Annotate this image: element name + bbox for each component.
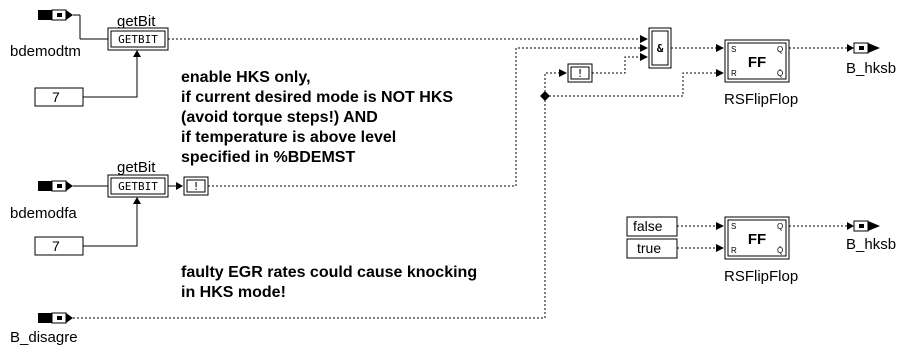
- constant-true-value: true: [637, 240, 661, 256]
- getbit-block-1[interactable]: GETBIT: [107, 27, 169, 51]
- ff2-pin-r: R: [731, 246, 737, 255]
- ff2-label: FF: [748, 231, 766, 248]
- getbit-2-caption: getBit: [117, 159, 156, 176]
- annotation-2-line-1: faulty EGR rates could cause knocking: [181, 264, 477, 281]
- ff2-pin-q: Q: [777, 222, 783, 231]
- constant-7-block-2[interactable]: 7: [34, 236, 84, 256]
- ff1-pin-r: R: [731, 69, 737, 78]
- input-port-b-disagre[interactable]: [38, 312, 73, 324]
- getbit-1-caption: getBit: [117, 13, 156, 30]
- input-port-bdemodfa[interactable]: [38, 180, 73, 192]
- ff1-pin-s: S: [731, 45, 736, 54]
- annotation-faulty-egr: faulty EGR rates could cause knocking in…: [181, 264, 477, 301]
- constant-true-block[interactable]: true: [626, 238, 678, 259]
- annotation-1-line-5: specified in %BDEMST: [181, 149, 355, 166]
- not-block-1[interactable]: !: [567, 63, 593, 83]
- not-1-label: !: [577, 67, 584, 80]
- and-block[interactable]: &: [648, 27, 672, 69]
- rs-flipflop-1[interactable]: S R Q Q̄ FF: [724, 39, 790, 83]
- ff1-label: FF: [748, 54, 766, 71]
- input-port-bdemodtm[interactable]: [38, 9, 73, 21]
- output-label-b-hksb-2: B_hksb: [846, 236, 896, 253]
- and-label: &: [657, 42, 664, 55]
- annotation-1-line-3: (avoid torque steps!) AND: [181, 109, 378, 126]
- input-label-bdemodfa: bdemodfa: [10, 205, 77, 222]
- constant-7-value-2: 7: [52, 238, 60, 254]
- annotation-1-line-4: if temperature is above level: [181, 129, 396, 146]
- wire-b-disagre: [73, 96, 546, 319]
- not-block-2[interactable]: !: [183, 176, 209, 196]
- ff2-caption: RSFlipFlop: [724, 268, 798, 285]
- ff2-pin-qbar: Q̄: [777, 246, 783, 255]
- output-port-b-hksb-1[interactable]: [847, 42, 880, 54]
- ff1-pin-q: Q: [777, 45, 783, 54]
- output-label-b-hksb-1: B_hksb: [846, 60, 896, 77]
- rs-flipflop-2[interactable]: S R Q Q̄ FF: [724, 216, 790, 260]
- not-2-label: !: [193, 180, 200, 193]
- ff2-pin-s: S: [731, 222, 736, 231]
- constant-7-value-1: 7: [52, 89, 60, 105]
- constant-false-block[interactable]: false: [626, 216, 678, 237]
- getbit-block-2[interactable]: GETBIT: [107, 174, 169, 198]
- ff1-caption: RSFlipFlop: [724, 91, 798, 108]
- annotation-2-line-2: in HKS mode!: [181, 284, 286, 301]
- constant-7-block-1[interactable]: 7: [34, 87, 84, 107]
- getbit-1-label: GETBIT: [118, 33, 158, 46]
- input-label-bdemodtm: bdemodtm: [10, 43, 81, 60]
- annotation-enable-hks: enable HKS only, if current desired mode…: [181, 69, 453, 166]
- constant-false-value: false: [633, 218, 663, 234]
- annotation-1-line-2: if current desired mode is NOT HKS: [181, 89, 453, 106]
- output-port-b-hksb-2[interactable]: [847, 220, 880, 232]
- input-label-b-disagre: B_disagre: [10, 329, 78, 346]
- getbit-2-label: GETBIT: [118, 180, 158, 193]
- annotation-1-line-1: enable HKS only,: [181, 69, 311, 86]
- ff1-pin-qbar: Q̄: [777, 69, 783, 78]
